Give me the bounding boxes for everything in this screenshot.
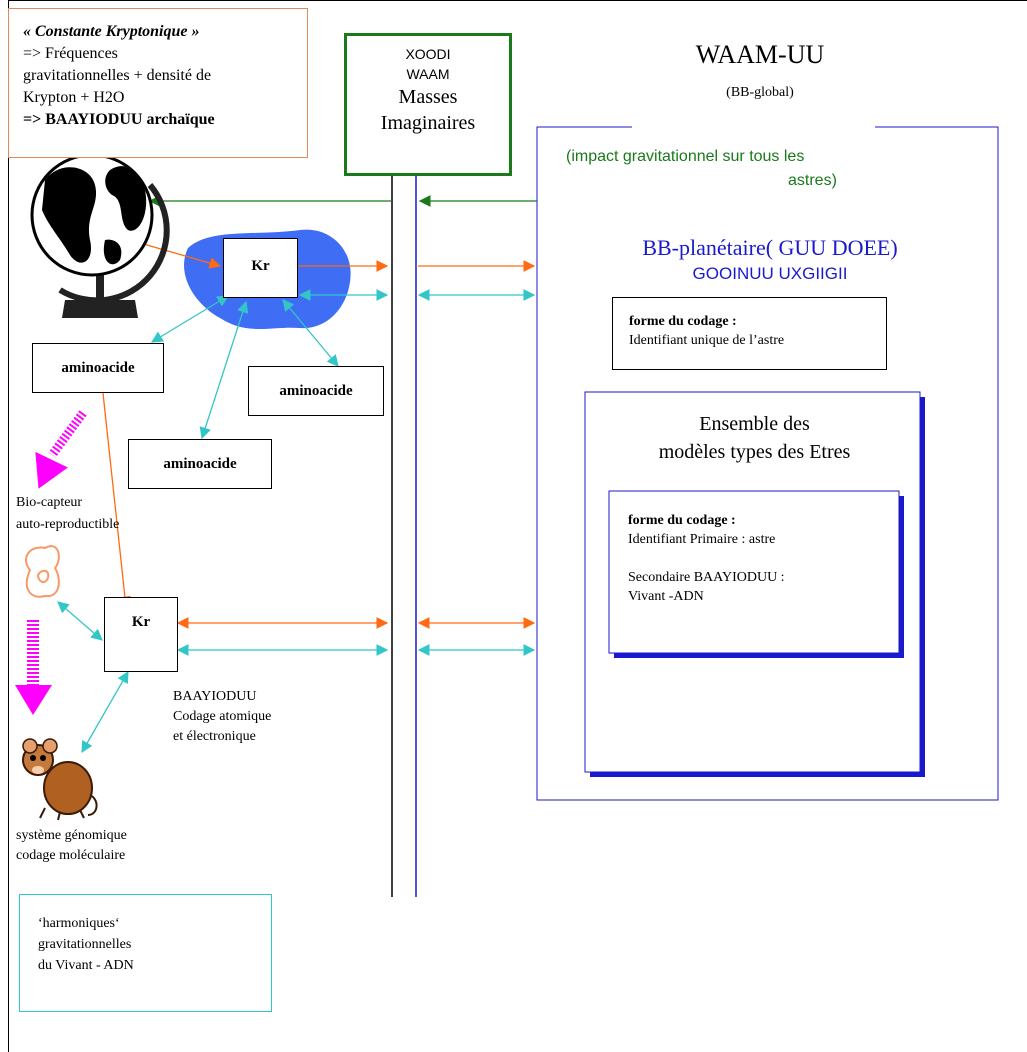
xoodi-waam-box: XOODI WAAM Masses Imaginaires bbox=[344, 33, 512, 176]
coding-box-2-frame bbox=[608, 490, 900, 654]
coding-box-2-line-1: Identifiant Primaire : astre bbox=[628, 532, 776, 547]
mouse-icon bbox=[22, 738, 98, 821]
genomic-label: système génomique codage moléculaire bbox=[16, 828, 127, 863]
bio-sensor-icon bbox=[25, 545, 60, 598]
magenta-arrow-2 bbox=[15, 620, 52, 715]
coding-box-1-text: Identifiant unique de l’astre bbox=[629, 333, 785, 348]
kryptonic-line-2: gravitationnelles + densité de bbox=[23, 67, 212, 84]
aminoacide-box-1: aminoacide bbox=[32, 343, 164, 393]
kr-box-bottom: Kr bbox=[104, 597, 178, 672]
harmoniques-box: ‘harmoniques‘ gravitationnelles du Vivan… bbox=[19, 894, 272, 1012]
waam-uu-subtitle: (BB-global) bbox=[726, 85, 794, 100]
cyan-kr-amino3 bbox=[199, 300, 249, 440]
waam-uu-title: WAAM-UU bbox=[695, 40, 825, 69]
xoodi-line-4: Imaginaires bbox=[380, 112, 476, 134]
coding-box-1-label: forme du codage : bbox=[629, 314, 737, 329]
cyan-biosensor-kr2 bbox=[57, 601, 103, 641]
orange-amino-to-kr bbox=[102, 392, 131, 609]
aminoacide-box-2: aminoacide bbox=[248, 366, 384, 416]
cyan-kr-amino1 bbox=[150, 295, 230, 343]
kryptonic-line-1: => Fréquences bbox=[23, 45, 118, 62]
magenta-arrow-1 bbox=[35, 410, 87, 489]
orange-globe-to-kr bbox=[139, 242, 222, 269]
kr-box-top: Kr bbox=[223, 238, 298, 298]
cyan-kr-amino2 bbox=[282, 299, 339, 367]
xoodi-line-1: XOODI bbox=[405, 46, 451, 62]
xoodi-line-2: WAAM bbox=[406, 66, 450, 82]
ensemble-title: Ensemble des modèles types des Etres bbox=[658, 413, 851, 463]
kryptonic-line-3: Krypton + H2O bbox=[23, 89, 125, 106]
coding-box-1: forme du codage : Identifiant unique de … bbox=[612, 297, 887, 370]
cyan-kr2-mouse bbox=[81, 670, 129, 754]
kryptonic-constant-box: « Constante Kryptonique » => Fréquences … bbox=[8, 8, 308, 158]
coding-box-2-label: forme du codage : bbox=[628, 513, 736, 528]
kryptonic-line-4: => BAAYIODUU archaïque bbox=[23, 111, 215, 128]
bio-capteur-label: Bio-capteur auto-reproductible bbox=[16, 495, 120, 532]
waam-box bbox=[536, 126, 999, 801]
xoodi-line-3: Masses bbox=[398, 86, 458, 108]
bb-planetaire-title: BB-planétaire( GUU DOEE) GOOINUU UXGIIGI… bbox=[642, 235, 898, 283]
impact-text: (impact gravitationnel sur tous les astr… bbox=[566, 148, 837, 189]
diagram-frame bbox=[8, 0, 1027, 1052]
coding-box-2: forme du codage : Identifiant Primaire :… bbox=[628, 511, 888, 606]
baayioduu-label: BAAYIODUU Codage atomique et électroniqu… bbox=[173, 689, 272, 744]
aminoacide-box-3: aminoacide bbox=[128, 439, 272, 489]
coding-box-2-line-3: Vivant -ADN bbox=[628, 589, 704, 604]
kryptonic-title: « Constante Kryptonique » bbox=[23, 23, 200, 40]
coding-box-2-line-2: Secondaire BAAYIODUU : bbox=[628, 570, 785, 585]
globe-icon bbox=[30, 153, 170, 318]
